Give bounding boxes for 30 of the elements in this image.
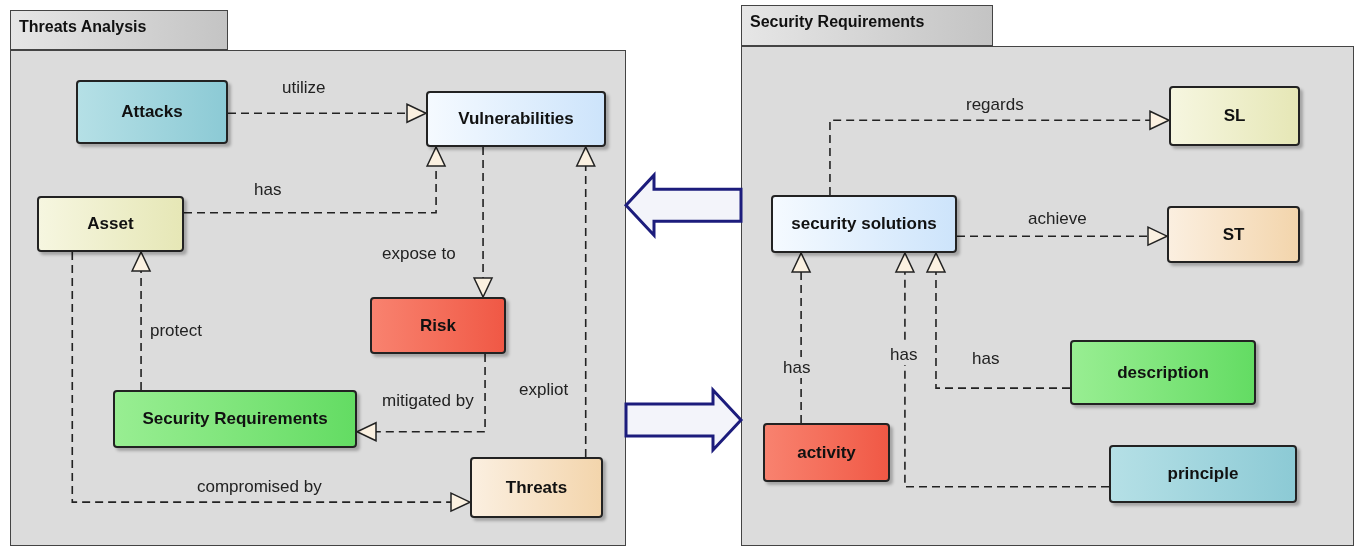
dashed-arrow bbox=[895, 252, 1110, 488]
class-box: activity bbox=[763, 423, 890, 482]
dashed-arrow bbox=[227, 103, 427, 124]
class-box: security solutions bbox=[771, 195, 957, 253]
package-tab: Security Requirements bbox=[741, 5, 993, 46]
dashed-arrow bbox=[183, 146, 446, 214]
edge-label: has bbox=[781, 357, 813, 379]
package-tab: Threats Analysis bbox=[10, 10, 228, 50]
class-box: Security Requirements bbox=[113, 390, 357, 448]
class-box: SL bbox=[1169, 86, 1300, 146]
edge-label: has bbox=[888, 344, 920, 366]
class-box: ST bbox=[1167, 206, 1300, 263]
block-arrow bbox=[623, 171, 743, 239]
class-box: principle bbox=[1109, 445, 1297, 503]
class-box: Vulnerabilities bbox=[426, 91, 606, 147]
dashed-arrow bbox=[926, 252, 1071, 389]
dashed-arrow bbox=[71, 251, 471, 512]
class-box: Threats bbox=[470, 457, 603, 518]
class-box: Asset bbox=[37, 196, 184, 252]
class-box: Risk bbox=[370, 297, 506, 354]
dashed-arrow bbox=[356, 353, 486, 442]
class-box: Attacks bbox=[76, 80, 228, 144]
dashed-arrow bbox=[575, 146, 596, 458]
dashed-arrow bbox=[829, 110, 1170, 196]
class-box: description bbox=[1070, 340, 1256, 405]
dashed-arrow bbox=[791, 252, 811, 424]
dashed-arrow bbox=[473, 146, 493, 298]
dashed-arrow bbox=[956, 226, 1168, 246]
block-arrow bbox=[624, 386, 744, 454]
dashed-arrow bbox=[131, 251, 151, 391]
